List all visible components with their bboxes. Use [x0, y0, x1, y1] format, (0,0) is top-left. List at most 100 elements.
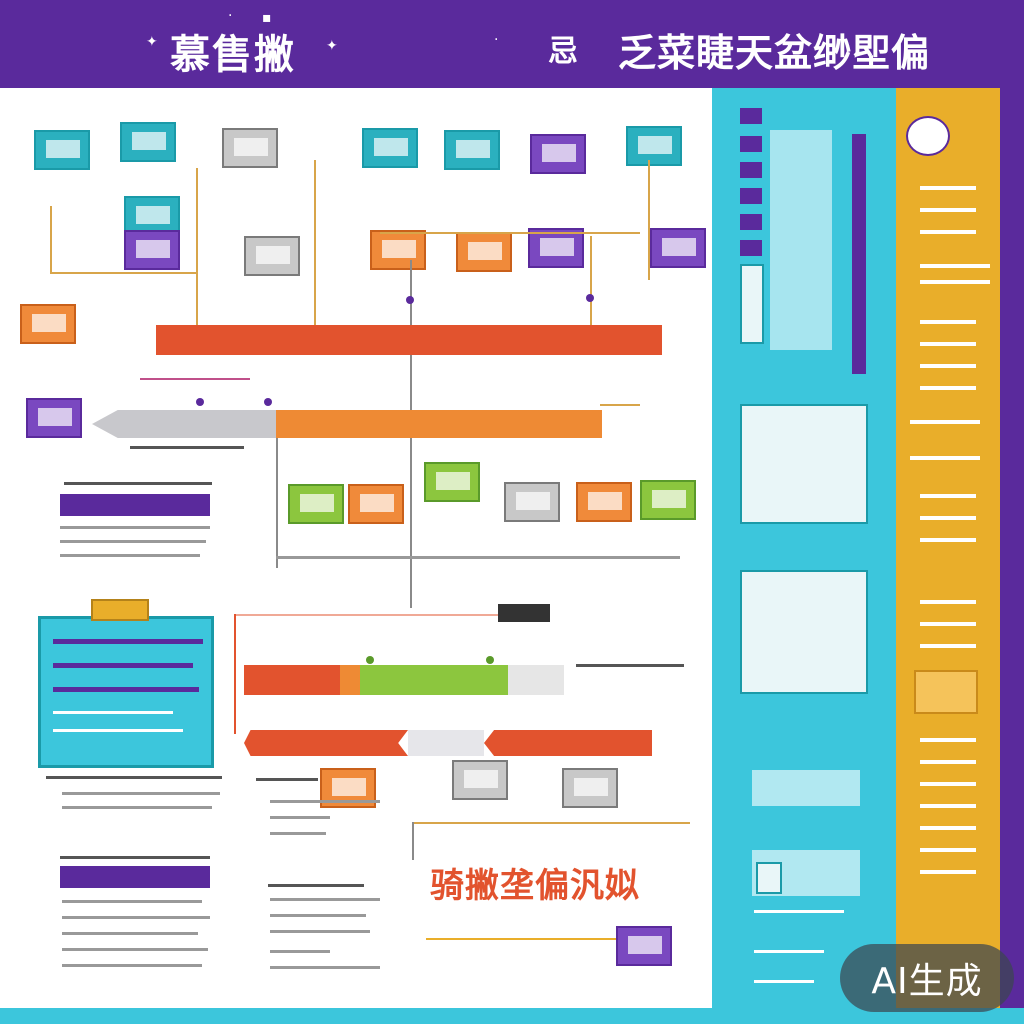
bottom-bar-segment-red: [244, 730, 408, 756]
gold-text-line: [920, 738, 976, 742]
cyan-image-block: [740, 264, 764, 344]
top-node: [222, 128, 278, 168]
cyan-label-block: [740, 108, 762, 124]
building-icon: [640, 480, 696, 520]
lower-node: [562, 768, 618, 808]
text-line: [60, 554, 200, 557]
gold-text-line: [910, 420, 980, 424]
text-line: [270, 816, 330, 819]
building-icon: [362, 128, 418, 168]
connector-line: [410, 438, 412, 608]
diagram-canvas: [0, 88, 712, 1008]
gold-text-line: [920, 826, 976, 830]
lower-node: [616, 926, 672, 966]
gold-text-line: [920, 280, 990, 284]
cyan-text-column: [770, 130, 832, 350]
text-line: [270, 966, 380, 969]
second-node: [650, 228, 706, 268]
building-icon: [34, 130, 90, 170]
junction-dot: [486, 656, 494, 664]
gold-text-line: [920, 782, 976, 786]
big-caption: 骑撇垄偏汎姒: [430, 866, 640, 906]
text-line: [60, 856, 210, 859]
building-icon: [222, 128, 278, 168]
building-icon: [124, 196, 180, 236]
gold-text-line: [920, 804, 976, 808]
purple-label-box: [60, 494, 210, 516]
connector-line: [276, 438, 278, 568]
second-node: [244, 236, 300, 276]
building-icon: [370, 230, 426, 270]
orange-bar: [276, 410, 602, 438]
top-node: [362, 128, 418, 168]
text-line: [268, 884, 364, 887]
junction-dot: [264, 398, 272, 406]
dark-tag: [498, 604, 550, 622]
building-icon: [288, 484, 344, 524]
text-line: [62, 806, 212, 809]
text-line: [53, 663, 193, 668]
junction-dot: [366, 656, 374, 664]
gold-text-line: [920, 538, 976, 542]
middle-node: [348, 484, 404, 524]
text-line: [754, 980, 814, 983]
gold-text-line: [920, 230, 976, 234]
text-line: [62, 900, 202, 903]
info-card: [38, 599, 214, 768]
building-icon: [124, 230, 180, 270]
text-line: [60, 540, 206, 543]
connector-line: [590, 236, 592, 326]
building-icon: [244, 236, 300, 276]
middle-node: [640, 480, 696, 520]
gold-text-line: [920, 494, 976, 498]
text-line: [270, 914, 366, 917]
gold-text-line: [920, 600, 976, 604]
text-line: [53, 711, 173, 714]
connector-line: [412, 822, 414, 860]
building-icon: [504, 482, 560, 522]
bottom-bar-segment-grey: [408, 730, 484, 756]
connector-line: [234, 614, 236, 734]
text-line: [62, 792, 220, 795]
top-node: [34, 130, 90, 170]
building-icon: [456, 232, 512, 272]
cyan-image-block: [756, 862, 782, 894]
lower-node: [452, 760, 508, 800]
text-line: [270, 800, 380, 803]
header-title-right: 乏菜睫天盆缈堲偏: [618, 31, 931, 75]
connector-line: [196, 168, 198, 326]
connector-line: [410, 355, 412, 411]
connector-line: [600, 404, 640, 406]
connector-line: [140, 378, 250, 380]
building-icon: [616, 926, 672, 966]
card-tag: [91, 599, 149, 621]
cyan-text-column: [752, 770, 860, 806]
text-line: [53, 639, 203, 644]
cyan-label-block: [740, 136, 762, 152]
second-node: [370, 230, 426, 270]
second-node: [528, 228, 584, 268]
text-line: [62, 948, 208, 951]
building-icon: [576, 482, 632, 522]
top-node: [120, 122, 176, 162]
text-line: [754, 910, 844, 913]
sun-emblem-icon: [906, 116, 950, 156]
connector-line: [50, 206, 52, 272]
gold-text-line: [920, 186, 976, 190]
gold-text-line: [920, 342, 976, 346]
second-node: [124, 196, 180, 236]
top-node: [626, 126, 682, 166]
junction-dot: [406, 296, 414, 304]
building-icon: [120, 122, 176, 162]
sparkle-icon: ·: [228, 8, 233, 24]
gold-text-line: [920, 208, 976, 212]
side-node: [26, 398, 82, 438]
bottom-arrow-bar: [244, 730, 652, 756]
text-line: [64, 482, 212, 485]
header-bar: ✦ · ▪ ✦ · 慕售撇 忌 乏菜睫天盆缈堲偏: [0, 0, 1024, 88]
cyan-label-block: [740, 188, 762, 204]
header-title-left: 慕售撇: [170, 32, 296, 78]
gold-text-line: [910, 456, 980, 460]
building-icon: [452, 760, 508, 800]
building-icon: [20, 304, 76, 344]
